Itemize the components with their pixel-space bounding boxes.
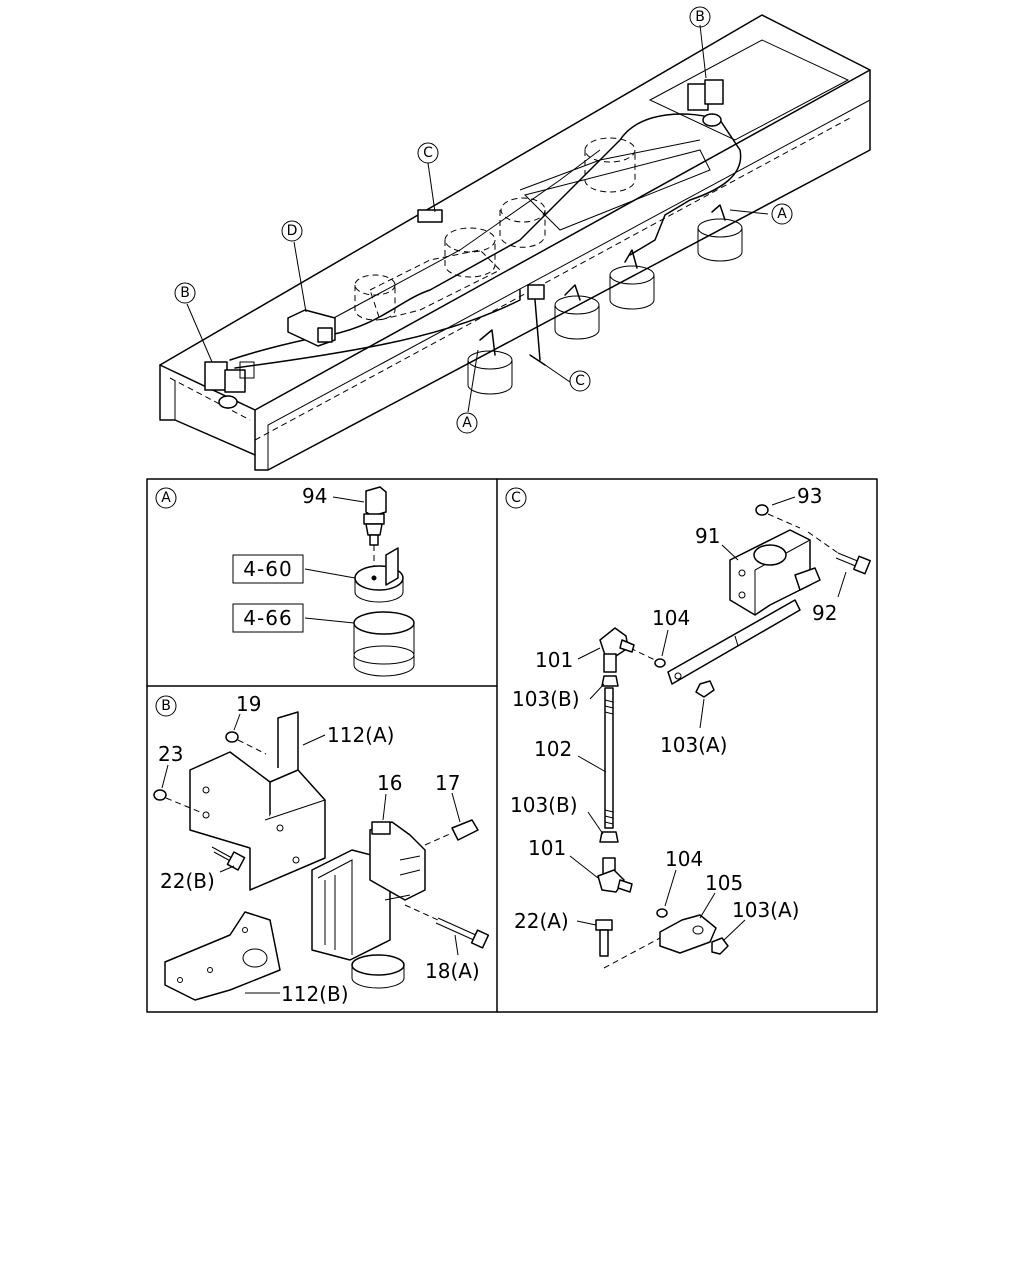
label-19: 19 bbox=[236, 692, 261, 716]
panel-c: C 91 93 92 bbox=[505, 484, 871, 969]
bracket-105 bbox=[659, 914, 717, 954]
air-spring-1 bbox=[467, 329, 513, 395]
nut-103b-bottom bbox=[599, 831, 619, 843]
valve-assembly-left bbox=[204, 361, 255, 409]
nut-103a-bottom bbox=[711, 937, 729, 955]
nut-103b-top bbox=[601, 675, 619, 687]
component-c-upper bbox=[417, 209, 443, 223]
washer-104-bottom bbox=[656, 908, 668, 918]
label-22b: 22(B) bbox=[160, 869, 215, 893]
label-18a: 18(A) bbox=[425, 959, 480, 983]
panel-a-title: A bbox=[155, 487, 177, 509]
svg-text:4-60: 4-60 bbox=[243, 557, 292, 581]
threaded-rod-102 bbox=[604, 687, 614, 829]
valve-bracket-91 bbox=[729, 529, 821, 616]
panel-c-title: C bbox=[505, 487, 527, 509]
fitting-17 bbox=[451, 819, 479, 841]
callout-c-bottom: C bbox=[569, 370, 591, 392]
label-92: 92 bbox=[812, 601, 837, 625]
air-spring-canister bbox=[353, 611, 415, 677]
callout-a-bottom: A bbox=[456, 412, 478, 434]
svg-text:C: C bbox=[575, 373, 585, 389]
bolt-18a bbox=[435, 917, 490, 949]
label-101-top: 101 bbox=[535, 648, 573, 672]
bolt-22a bbox=[595, 919, 613, 957]
ball-joint-101-top bbox=[599, 627, 635, 673]
label-22a: 22(A) bbox=[514, 909, 569, 933]
valve-assembly-right bbox=[687, 79, 724, 127]
frame-rail-outline bbox=[159, 14, 871, 471]
air-spring-top-plate bbox=[354, 547, 404, 603]
panel-a: A 94 4-60 bbox=[155, 484, 415, 677]
svg-text:B: B bbox=[695, 9, 705, 25]
washer-104-top bbox=[654, 658, 666, 668]
ball-joint-101-bottom bbox=[597, 857, 633, 893]
label-103b-bottom: 103(B) bbox=[510, 793, 578, 817]
nut-19 bbox=[225, 731, 239, 743]
bolt-22b bbox=[211, 846, 246, 871]
nut-103a-top bbox=[695, 680, 715, 698]
label-17: 17 bbox=[435, 771, 460, 795]
chassis-overview: B A C D B A C bbox=[159, 6, 871, 471]
air-spring-2 bbox=[554, 284, 600, 340]
bolt-92 bbox=[835, 552, 871, 575]
pressure-switch bbox=[363, 486, 387, 546]
label-112b: 112(B) bbox=[281, 982, 349, 1006]
svg-text:C: C bbox=[511, 490, 521, 506]
panels-frame bbox=[146, 478, 878, 1013]
label-103a-top: 103(A) bbox=[660, 733, 727, 757]
reference-box-4-60: 4-60 bbox=[232, 554, 304, 584]
bracket-112b bbox=[164, 911, 281, 1001]
label-104-bottom: 104 bbox=[665, 847, 703, 871]
svg-text:A: A bbox=[777, 206, 787, 222]
label-91: 91 bbox=[695, 524, 720, 548]
label-23: 23 bbox=[158, 742, 183, 766]
label-112a: 112(A) bbox=[327, 723, 394, 747]
component-d bbox=[287, 309, 336, 347]
label-103a-bottom: 103(A) bbox=[732, 898, 799, 922]
nut-93 bbox=[755, 504, 769, 516]
component-c-lower bbox=[527, 284, 545, 300]
svg-text:B: B bbox=[161, 698, 171, 714]
callout-d: D bbox=[281, 220, 303, 242]
svg-text:B: B bbox=[180, 285, 190, 301]
label-94: 94 bbox=[302, 484, 327, 508]
callout-a-right: A bbox=[771, 203, 793, 225]
lever-arm bbox=[667, 599, 801, 685]
svg-text:A: A bbox=[161, 490, 171, 506]
svg-text:C: C bbox=[423, 145, 433, 161]
panel-b-title: B bbox=[155, 695, 177, 717]
label-105: 105 bbox=[705, 871, 743, 895]
leveling-valve bbox=[311, 821, 426, 989]
callout-b-top: B bbox=[689, 6, 711, 28]
label-103b-top: 103(B) bbox=[512, 687, 580, 711]
label-102: 102 bbox=[534, 737, 572, 761]
svg-text:4-66: 4-66 bbox=[243, 606, 292, 630]
label-93: 93 bbox=[797, 484, 822, 508]
callout-b-left: B bbox=[174, 282, 196, 304]
reference-box-4-66: 4-66 bbox=[232, 603, 304, 633]
svg-text:A: A bbox=[462, 415, 472, 431]
callout-c-top: C bbox=[417, 142, 439, 164]
air-spring-4 bbox=[697, 204, 743, 262]
bracket-112a bbox=[189, 711, 326, 891]
svg-text:D: D bbox=[287, 223, 298, 239]
label-16: 16 bbox=[377, 771, 402, 795]
label-101-bottom: 101 bbox=[528, 836, 566, 860]
air-spring-3 bbox=[609, 249, 655, 310]
label-104-top: 104 bbox=[652, 606, 690, 630]
nut-23 bbox=[153, 789, 167, 801]
panel-b: B 112(A) 19 23 22(B) bbox=[153, 692, 490, 1006]
